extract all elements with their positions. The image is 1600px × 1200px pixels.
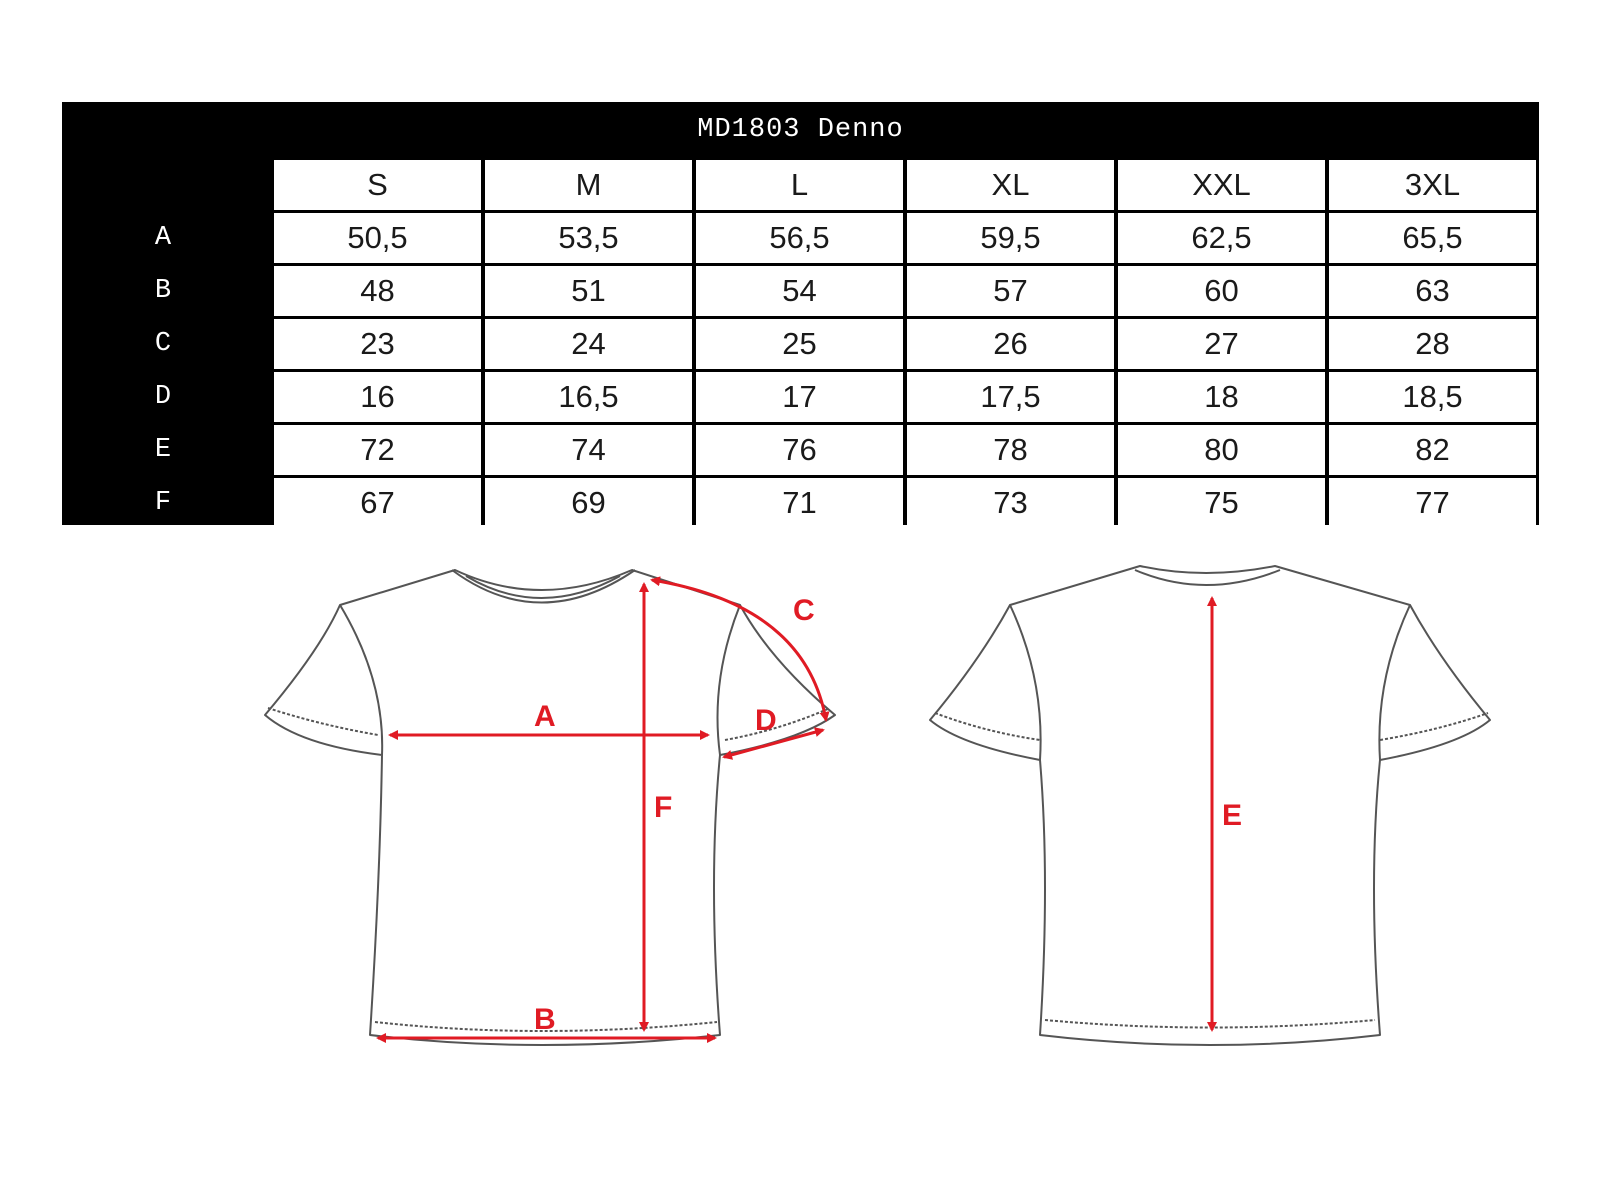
- table-cell: 28: [1329, 319, 1536, 369]
- table-cell: 26: [907, 319, 1114, 369]
- table-cell: 53,5: [485, 213, 692, 263]
- measure-label-a: A: [534, 700, 556, 733]
- row-label: C: [154, 329, 172, 359]
- measure-label-c: C: [793, 594, 815, 627]
- table-cell: 54: [696, 266, 903, 316]
- table-cell: 62,5: [1118, 213, 1325, 263]
- table-cell: 16: [274, 372, 481, 422]
- table-cell: 17,5: [907, 372, 1114, 422]
- measure-lines: [376, 576, 1217, 1043]
- table-cell: 77: [1329, 478, 1536, 528]
- measure-label-b: B: [534, 1003, 556, 1036]
- row-label: A: [154, 223, 172, 253]
- row-label: F: [154, 488, 172, 518]
- table-cell: 27: [1118, 319, 1325, 369]
- back-shirt-outline: [929, 565, 1491, 1046]
- table-cell: 57: [907, 266, 1114, 316]
- table-cell: 73: [907, 478, 1114, 528]
- measure-label-f: F: [654, 791, 672, 824]
- front-shirt-outline: [264, 569, 836, 1046]
- table-cell: 75: [1118, 478, 1325, 528]
- table-cell: 82: [1329, 425, 1536, 475]
- row-label: B: [154, 276, 172, 306]
- table-cell: 67: [274, 478, 481, 528]
- row-label-header-spacer: [62, 160, 274, 210]
- table-cell: 51: [485, 266, 692, 316]
- table-cell: 78: [907, 425, 1114, 475]
- table-cell: 59,5: [907, 213, 1114, 263]
- measure-label-d: D: [755, 704, 777, 737]
- measure-label-e: E: [1222, 799, 1242, 832]
- table-cell: 60: [1118, 266, 1325, 316]
- table-cell: 25: [696, 319, 903, 369]
- size-table: S M L XL XXL 3XL 50,5 53,5 56,5 59,5 62,…: [274, 160, 1536, 528]
- table-cell: 71: [696, 478, 903, 528]
- measure-line-d: [722, 727, 825, 760]
- shirt-diagrams: A F B C D E: [0, 540, 1600, 1080]
- table-cell: 80: [1118, 425, 1325, 475]
- table-cell: 69: [485, 478, 692, 528]
- size-chart: MD1803 Denno A B C D E F S M L XL XXL 3X…: [62, 102, 1539, 528]
- row-label: D: [154, 382, 172, 412]
- table-cell: 50,5: [274, 213, 481, 263]
- chart-title: MD1803 Denno: [697, 115, 904, 145]
- size-header: 3XL: [1329, 160, 1536, 210]
- size-header: XXL: [1118, 160, 1325, 210]
- shirt-diagram-svg: A F B C D E: [264, 565, 1491, 1046]
- table-cell: 63: [1329, 266, 1536, 316]
- size-header: S: [274, 160, 481, 210]
- table-cell: 24: [485, 319, 692, 369]
- table-cell: 65,5: [1329, 213, 1536, 263]
- table-cell: 74: [485, 425, 692, 475]
- table-cell: 17: [696, 372, 903, 422]
- row-labels: A B C D E F: [62, 160, 274, 528]
- table-cell: 48: [274, 266, 481, 316]
- size-header: M: [485, 160, 692, 210]
- size-header: XL: [907, 160, 1114, 210]
- table-cell: 72: [274, 425, 481, 475]
- table-cell: 18,5: [1329, 372, 1536, 422]
- table-cell: 76: [696, 425, 903, 475]
- table-cell: 18: [1118, 372, 1325, 422]
- row-label: E: [154, 435, 172, 465]
- table-cell: 16,5: [485, 372, 692, 422]
- table-cell: 23: [274, 319, 481, 369]
- size-header: L: [696, 160, 903, 210]
- table-cell: 56,5: [696, 213, 903, 263]
- measure-line-c: [650, 576, 830, 722]
